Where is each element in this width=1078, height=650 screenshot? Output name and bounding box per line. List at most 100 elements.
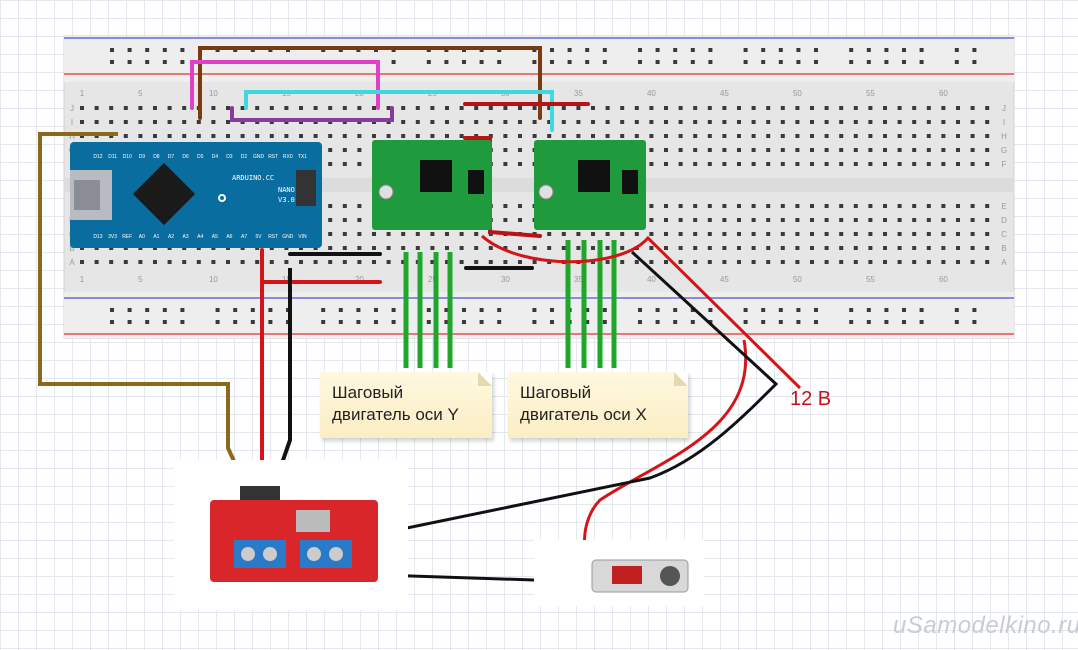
breadboard-hole xyxy=(328,232,333,236)
breadboard-hole xyxy=(605,232,610,236)
breadboard-hole xyxy=(956,148,960,152)
rail-hole xyxy=(180,60,185,64)
breadboard-hole xyxy=(503,218,508,222)
note-motor-y: Шаговый двигатель оси Y xyxy=(320,372,492,438)
breadboard-hole xyxy=(357,260,362,264)
breadboard-hole xyxy=(883,218,887,222)
breadboard-hole xyxy=(897,134,902,138)
breadboard-hole xyxy=(912,106,917,110)
breadboard-hole xyxy=(737,246,741,250)
arduino-bottom-pin-label: A5 xyxy=(212,234,218,240)
breadboard-hole xyxy=(941,246,946,250)
breadboard-hole xyxy=(123,260,128,264)
breadboard-hole xyxy=(196,120,201,124)
arduino-board-text-1: ARDUINO.CC xyxy=(232,174,274,182)
breadboard-hole xyxy=(839,106,844,110)
red-12v-wire xyxy=(481,234,802,390)
breadboard-hole xyxy=(722,162,727,166)
breadboard-hole xyxy=(737,260,741,264)
breadboard-hole xyxy=(678,134,683,138)
row-letter: C xyxy=(1001,230,1007,239)
breadboard-hole xyxy=(211,260,216,264)
rail-hole xyxy=(954,308,959,312)
rail-hole xyxy=(796,48,801,52)
breadboard-hole xyxy=(897,120,902,124)
breadboard-hole xyxy=(605,260,610,264)
breadboard-hole xyxy=(839,120,844,124)
breadboard-hole xyxy=(853,260,858,264)
rail-hole xyxy=(866,320,871,324)
rail-hole xyxy=(919,48,924,52)
arduino-bottom-pin-label: A0 xyxy=(139,234,145,240)
breadboard-hole xyxy=(605,120,610,124)
breadboard-hole xyxy=(664,120,668,124)
rail-hole xyxy=(778,48,783,52)
breadboard-hole xyxy=(503,120,508,124)
arduino-bottom-pin-label: D13 xyxy=(93,234,102,240)
column-number: 60 xyxy=(939,275,948,284)
rail-hole xyxy=(673,308,678,312)
breadboard-hole xyxy=(153,120,157,124)
breadboard-hole xyxy=(780,120,785,124)
breadboard-hole xyxy=(707,218,712,222)
breadboard-hole xyxy=(941,106,946,110)
magenta-wire xyxy=(190,60,380,110)
arduino-bottom-pin-label: A6 xyxy=(226,234,232,240)
breadboard-hole xyxy=(824,218,829,222)
breadboard-hole xyxy=(985,260,990,264)
breadboard-hole xyxy=(795,260,800,264)
rail-hole xyxy=(814,320,818,324)
rail-hole xyxy=(426,60,431,64)
arduino-board-text-3: V3.0 xyxy=(278,196,295,204)
breadboard-hole xyxy=(328,106,333,110)
rail-hole xyxy=(250,320,255,324)
breadboard-hole xyxy=(883,162,887,166)
breadboard-hole xyxy=(824,148,829,152)
breadboard-hole xyxy=(912,218,917,222)
breadboard-hole xyxy=(386,106,391,110)
breadboard-hole xyxy=(824,106,829,110)
breadboard-hole xyxy=(751,260,756,264)
breadboard-hole xyxy=(839,204,844,208)
breadboard-hole xyxy=(620,106,625,110)
rail-hole xyxy=(180,48,185,52)
breadboard-hole xyxy=(897,232,902,236)
breadboard-hole xyxy=(678,260,683,264)
breadboard-hole xyxy=(693,106,698,110)
arduino-bottom-pin-label: VIN xyxy=(298,234,307,240)
breadboard-hole xyxy=(474,106,479,110)
arduino-top-pin-label: D5 xyxy=(197,154,204,160)
arduino-top-pin-label: GND xyxy=(253,154,265,160)
row-letter: E xyxy=(1001,202,1006,211)
breadboard-hole xyxy=(474,232,479,236)
column-number: 45 xyxy=(720,275,729,284)
breadboard-hole xyxy=(109,106,114,110)
rail-hole xyxy=(602,308,607,312)
breadboard-hole xyxy=(80,260,84,264)
rail-hole xyxy=(866,60,871,64)
breadboard-hole xyxy=(810,218,814,222)
breadboard-hole xyxy=(839,232,844,236)
rail-hole xyxy=(321,320,326,324)
breadboard-hole xyxy=(678,232,683,236)
breadboard-hole xyxy=(386,232,391,236)
breadboard-hole xyxy=(810,204,814,208)
breadboard-hole xyxy=(824,246,829,250)
breadboard-hole xyxy=(897,148,902,152)
row-letter: F xyxy=(1002,160,1007,169)
breadboard-hole xyxy=(853,204,858,208)
rail-hole xyxy=(585,60,590,64)
breadboard-hole xyxy=(722,204,727,208)
breadboard-hole xyxy=(518,218,522,222)
rail-hole xyxy=(110,320,114,324)
breadboard-hole xyxy=(956,232,960,236)
breadboard-hole xyxy=(780,232,785,236)
rail-hole xyxy=(567,48,572,52)
breadboard-hole xyxy=(853,232,858,236)
breadboard-hole xyxy=(956,246,960,250)
breadboard-hole xyxy=(824,232,829,236)
rail-hole xyxy=(233,308,238,312)
rail-hole xyxy=(743,320,748,324)
breadboard-hole xyxy=(868,232,873,236)
